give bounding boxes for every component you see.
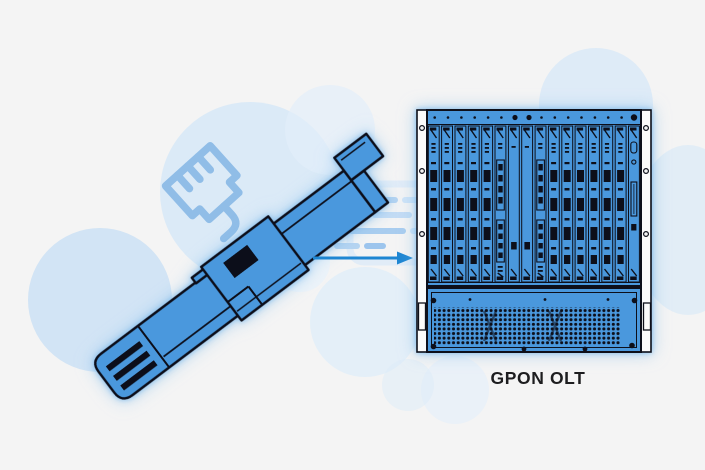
device-caption: GPON OLT [490,368,586,388]
right-arrow-icon [313,251,413,265]
sfp-transceiver-illustration [94,132,390,400]
gpon-olt-chassis-illustration [416,109,652,353]
rj45-connector-watermark-icon [161,142,243,243]
